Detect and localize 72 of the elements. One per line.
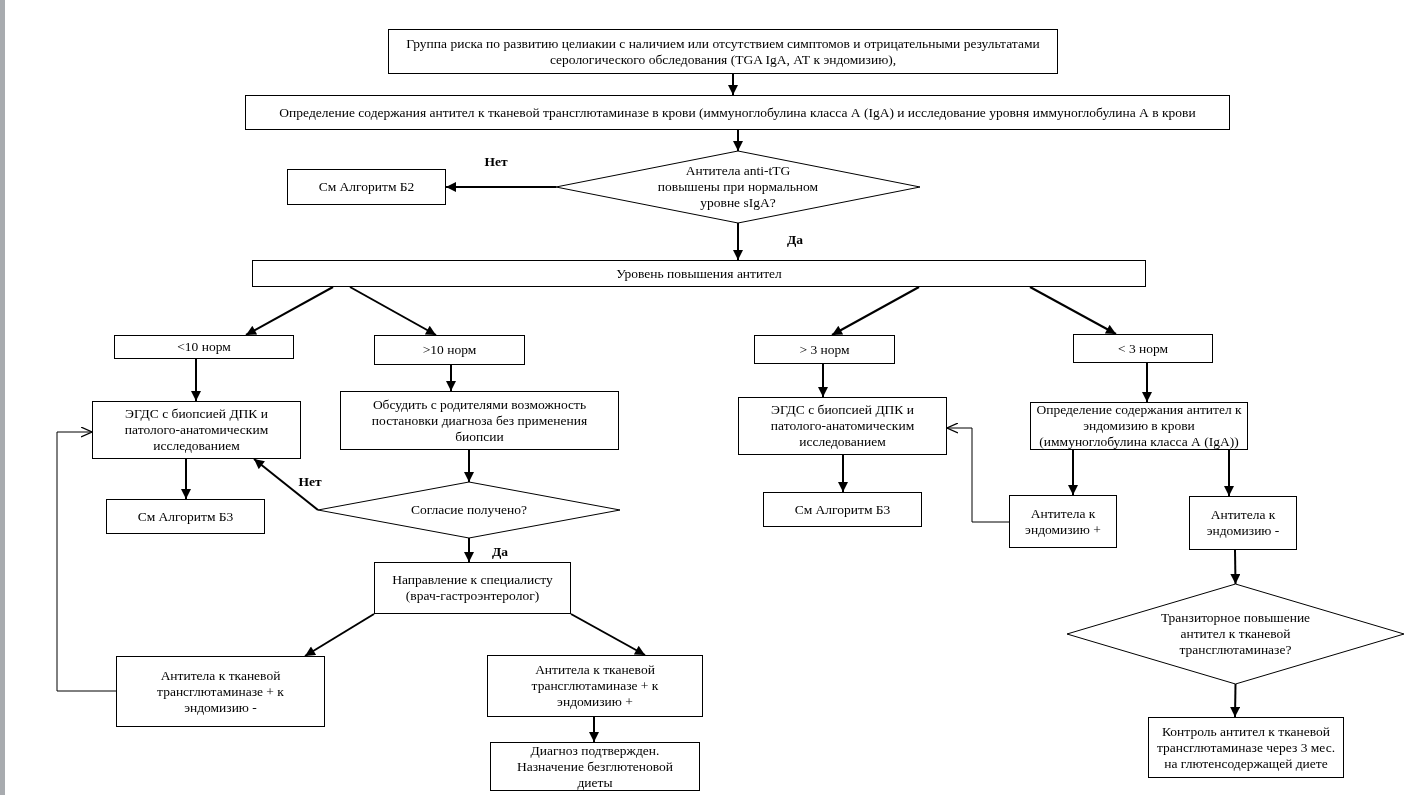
arrow [1230, 683, 1241, 718]
arrow [464, 449, 474, 483]
process-box [116, 656, 325, 727]
step-text: <10 норм [177, 339, 231, 355]
process-box [738, 397, 947, 455]
process-box [388, 29, 1058, 74]
process-box [114, 335, 294, 359]
step-text: Диагноз подтвержден. Назначение безглютеновой диеты [515, 742, 675, 791]
step-text: ЭГДС с биопсией ДПК и патолого-анатомическим исследованием [769, 402, 916, 450]
process-box [340, 391, 619, 450]
step-text: Антитела к эндомизию + [1024, 505, 1102, 538]
process-box [1009, 495, 1117, 548]
arrow [304, 613, 375, 657]
step-text: См Алгоритм Б2 [318, 179, 415, 195]
arrow [56, 426, 117, 692]
arrow [1230, 549, 1241, 585]
process-box [374, 335, 525, 365]
arrow [191, 358, 201, 402]
step-text: Антитела к тканевой трансглютаминазе + к эндомизию - [156, 667, 285, 716]
decision-diamond [556, 151, 920, 223]
process-box [245, 95, 1230, 130]
arrow [589, 716, 599, 743]
arrow [818, 363, 828, 398]
process-box [252, 260, 1146, 287]
arrow [181, 458, 191, 500]
step-text: ЭГДС с биопсией ДПК и патолого-анатомическим исследованием [123, 406, 270, 454]
process-box [287, 169, 446, 205]
step-text: См Алгоритм Б3 [137, 508, 234, 525]
step-text: Антитела к тканевой трансглютаминазе + к эндомизию + [530, 662, 660, 710]
process-box [106, 499, 265, 534]
step-text: Направление к специалисту (врач-гастроэнтеролог) [391, 572, 554, 604]
process-box [754, 335, 895, 364]
arrow [733, 129, 743, 152]
step-text: См Алгоритм Б3 [794, 501, 891, 518]
step-text: Антитела к эндомизию - [1205, 507, 1281, 539]
process-box [1073, 334, 1213, 363]
process-box [1148, 717, 1344, 778]
process-box [374, 562, 571, 614]
arrow [1068, 449, 1078, 496]
step-text: Контроль антител к тканевой трансглютаминазе через 3 мес. на глютенсодержащей диете [1156, 723, 1336, 772]
arrow [1224, 449, 1234, 497]
question-text: Антитела anti-tTG повышены при нормальном уровне sIgA? [656, 163, 820, 211]
step-text: Уровень повышения антител [616, 265, 782, 282]
arrow [446, 364, 456, 392]
step-text: Группа риска по развитию целиакии с наличием или отсутствием симптомов и отрицательными результатами серологического обследования (TGA IgA, АТ к эндомизию), [405, 35, 1041, 68]
arrow [733, 222, 743, 261]
arrow [1142, 362, 1152, 403]
step-text: Определение содержания антител к тканевой трансглютаминазе в крови (иммуноглобулина класса А (IgA) и исследование уровня иммуноглобулина А в крови [279, 104, 1196, 121]
step-text: Обсудить с родителями возможность постановки диагноза без применения биопсии [370, 396, 589, 445]
step-text: >10 норм [422, 342, 477, 358]
arrow [253, 458, 319, 511]
arrow [1029, 286, 1117, 335]
process-box [1189, 496, 1297, 550]
question-text: Согласие получено? [411, 502, 527, 518]
process-box [763, 492, 922, 527]
arrow [728, 73, 738, 96]
step-text: > 3 норм [799, 341, 850, 358]
step-text: Определение содержания антител к эндомизию в крови (иммуноглобулина класса А (IgA)) [1035, 402, 1243, 450]
process-box [487, 655, 703, 717]
process-box [490, 742, 700, 791]
arrow [464, 537, 474, 563]
arrow [570, 613, 646, 656]
arrow [838, 454, 848, 493]
decision-diamond [1067, 584, 1404, 684]
question-text: Транзиторное повышение антител к тканевой трансглютаминазе? [1159, 610, 1312, 658]
arrow [445, 182, 557, 192]
arrow [831, 286, 920, 336]
step-text: < 3 норм [1117, 340, 1169, 357]
arrow [946, 422, 1010, 523]
arrow [245, 286, 334, 336]
process-box [92, 401, 301, 459]
arrow [349, 286, 437, 336]
